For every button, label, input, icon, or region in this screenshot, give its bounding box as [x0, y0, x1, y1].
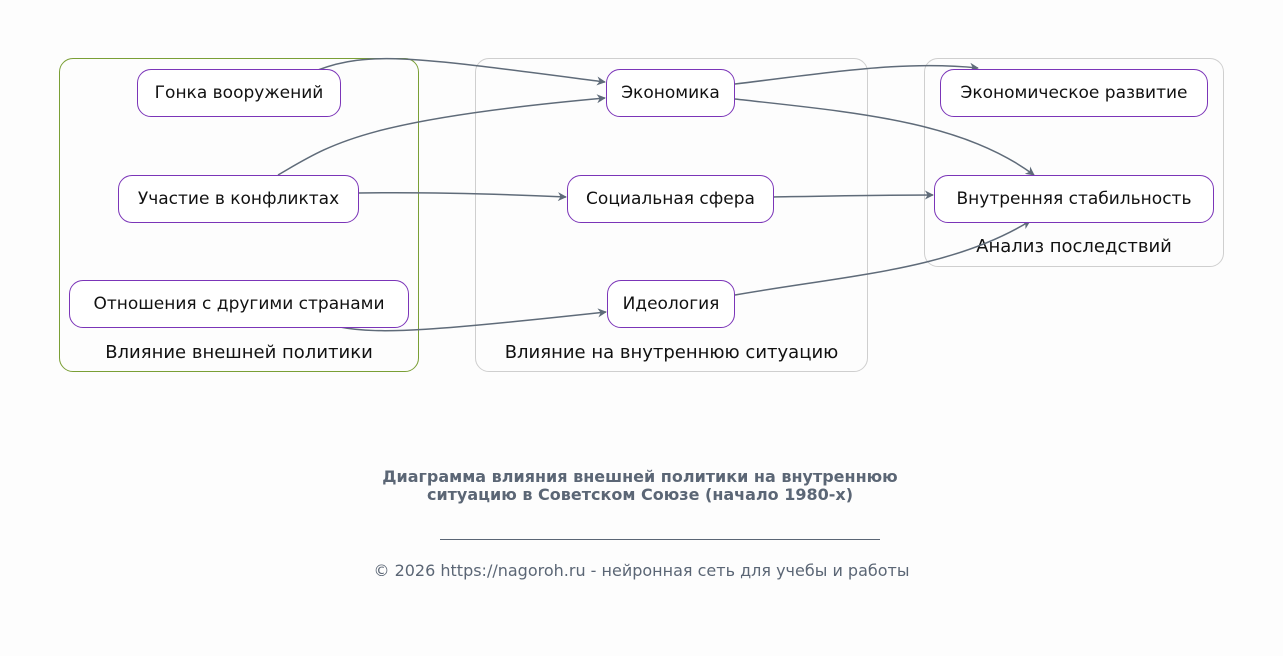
node-conflicts: Участие в конфликтах	[118, 175, 359, 223]
node-ideology: Идеология	[607, 280, 735, 328]
diagram-title: Диаграмма влияния внешней политики на вн…	[382, 467, 898, 504]
edge-relations-to-ideology	[339, 308, 607, 332]
node-econ-development: Экономическое развитие	[940, 69, 1208, 117]
cluster-consequences-analysis: Анализ последствий	[924, 58, 1224, 267]
edge-social-to-stability	[772, 190, 934, 200]
edge-conflicts-to-economy	[277, 94, 606, 176]
cluster-domestic-situation: Влияние на внутреннюю ситуацию	[475, 58, 868, 372]
node-internal-stability: Внутренняя стабильность	[934, 175, 1214, 223]
cluster-label-foreign-policy: Влияние внешней политики	[105, 342, 373, 363]
node-relations: Отношения с другими странами	[69, 280, 409, 328]
copyright-text: © 2026 https://nagoroh.ru - нейронная се…	[373, 561, 910, 580]
cluster-label-domestic-situation: Влияние на внутреннюю ситуацию	[504, 342, 839, 363]
edge-ideology-to-stability	[734, 220, 1031, 296]
edge-economy-to-stability	[734, 98, 1035, 176]
node-arms-race: Гонка вооружений	[137, 69, 341, 117]
cluster-label-consequences-analysis: Анализ последствий	[976, 236, 1172, 257]
cluster-foreign-policy: Влияние внешней политики	[59, 58, 419, 372]
edge-conflicts-to-social	[357, 191, 567, 202]
title-divider	[440, 539, 880, 540]
node-social: Социальная сфера	[567, 175, 774, 223]
edge-economy-to-econ-dev	[734, 62, 979, 85]
edge-arms-race-to-economy	[317, 57, 606, 86]
node-economy: Экономика	[606, 69, 735, 117]
